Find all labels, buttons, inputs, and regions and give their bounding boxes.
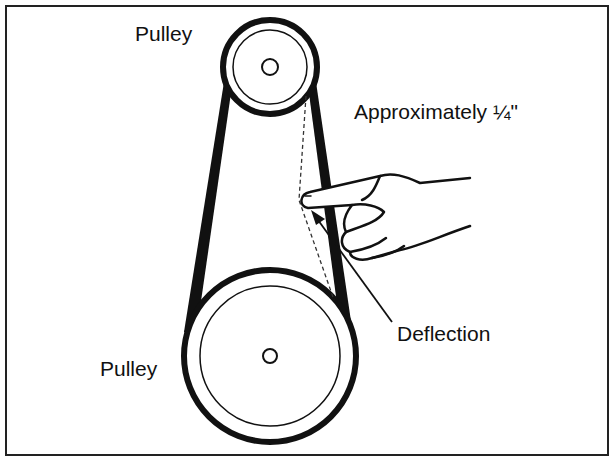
hand — [301, 174, 470, 259]
top-pulley — [223, 20, 317, 114]
dimension-label: Approximately ¼" — [354, 100, 518, 124]
callout-label: Deflection — [397, 322, 490, 346]
bottom-pulley — [184, 270, 356, 442]
part-label: Pulley — [135, 22, 192, 46]
part-label: Pulley — [100, 357, 157, 381]
frame — [6, 6, 608, 455]
deflection-leader — [311, 210, 392, 322]
